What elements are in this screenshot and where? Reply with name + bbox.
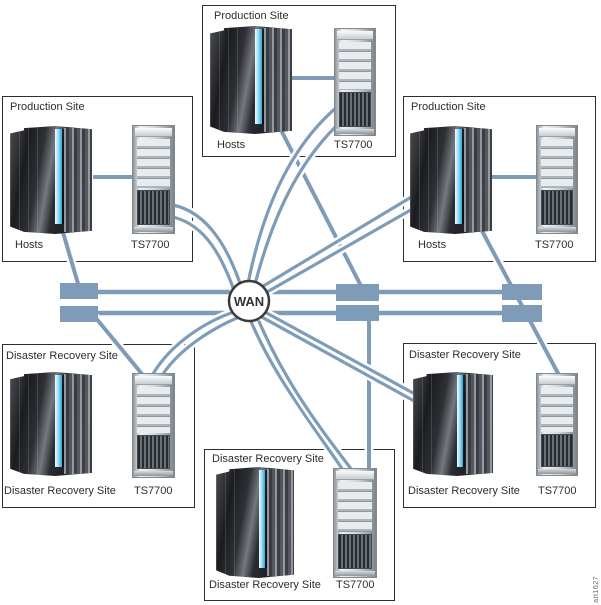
tower-cap (336, 471, 374, 480)
tower-base (134, 471, 173, 476)
wan-circle (227, 279, 271, 323)
host-server-image (216, 467, 294, 578)
tower-vents (541, 139, 573, 188)
host-server-image (10, 372, 92, 476)
grid-link-prod-left-2 (171, 215, 238, 298)
tower-grille (338, 533, 372, 569)
grid-link-dr-right-1 (250, 303, 415, 395)
channel-link-left-host-to-extender (60, 227, 81, 289)
tower-base (335, 571, 375, 576)
grid-link-prod-top-1 (244, 105, 339, 296)
host-stripe (258, 470, 266, 569)
wan-label: WAN (234, 294, 264, 309)
tower-base (538, 469, 576, 474)
channel-link-right-host-to-dr-right-ts7700 (479, 227, 562, 379)
ts7700-label: TS7700 (134, 485, 173, 497)
host-label: Disaster Recovery Site (209, 579, 321, 591)
host-label: Hosts (418, 239, 447, 251)
host-label: Hosts (15, 239, 44, 251)
channel-extender-block (60, 306, 98, 322)
ts7700-tower-image (132, 373, 175, 478)
ts7700-tower-image (333, 468, 377, 578)
tower-cap (135, 376, 172, 385)
tower-cap (539, 376, 575, 385)
ts7700-label: TS7700 (538, 485, 577, 497)
tower-grille (137, 435, 170, 469)
wan-node: WAN (227, 279, 271, 323)
grid-link-dr-bottom-2 (251, 305, 354, 472)
tower-vents (338, 482, 372, 532)
host-label: Disaster Recovery Site (4, 485, 116, 497)
host-label: Hosts (217, 139, 246, 151)
ts7700-tower-image (132, 125, 175, 234)
host-label: Disaster Recovery Site (408, 485, 520, 497)
ts7700-label: TS7700 (131, 239, 170, 251)
site-title: Production Site (10, 101, 85, 113)
host-server-image (413, 372, 493, 476)
site-title: Production Site (214, 10, 289, 22)
host-stripe (55, 129, 62, 225)
tower-vents (137, 387, 170, 434)
wan-bus-lines (60, 76, 540, 316)
tower-grille (541, 189, 573, 225)
site-title: Disaster Recovery Site (409, 349, 521, 361)
tower-grille (339, 92, 371, 127)
ts7700-label: TS7700 (336, 579, 375, 591)
ts7700-tower-image (536, 373, 578, 476)
tower-vents (339, 42, 371, 91)
grid-link-prod-left-1 (171, 203, 245, 294)
tower-vents (137, 139, 170, 188)
grid-link-prod-right-1 (248, 194, 415, 296)
tower-base (336, 129, 374, 134)
host-stripe (455, 129, 462, 225)
host-stripe (55, 375, 62, 467)
tower-grille (137, 189, 170, 225)
ts7700-label: TS7700 (334, 139, 373, 151)
grid-link-dr-bottom-1 (244, 307, 345, 472)
grid-link-prod-right-2 (251, 205, 418, 302)
host-stripe (457, 375, 464, 467)
channel-extender-block (502, 284, 542, 300)
host-server-image (10, 126, 92, 234)
channel-extender-block (502, 305, 542, 322)
grid-and-channel-links (57, 102, 565, 477)
grid-link-dr-left-2 (161, 312, 249, 376)
channel-extender-block (60, 283, 98, 299)
channel-extender-block (336, 284, 379, 301)
site-title: Disaster Recovery Site (6, 350, 118, 362)
site-title: Disaster Recovery Site (212, 453, 324, 465)
tower-base (538, 227, 576, 232)
channel-link-extender-to-dr-left-ts7700 (93, 315, 144, 376)
grid-link-dr-right-2 (247, 308, 418, 404)
host-server-image (210, 26, 292, 134)
ts7700-label: TS7700 (535, 239, 574, 251)
host-stripe (255, 29, 262, 125)
tower-cap (337, 31, 373, 40)
ts7700-tower-image (334, 28, 376, 136)
site-title: Production Site (411, 101, 486, 113)
tower-cap (539, 128, 575, 137)
tower-vents (541, 387, 573, 432)
tower-base (134, 227, 173, 232)
ts7700-tower-image (536, 125, 578, 234)
tower-cap (135, 128, 172, 137)
tower-grille (541, 433, 573, 467)
host-server-image (410, 126, 492, 234)
channel-extender-blocks (60, 283, 542, 322)
channel-extender-block (336, 305, 379, 321)
figure-id-watermark: att1627 (593, 576, 600, 603)
grid-link-prod-top-2 (250, 115, 348, 298)
